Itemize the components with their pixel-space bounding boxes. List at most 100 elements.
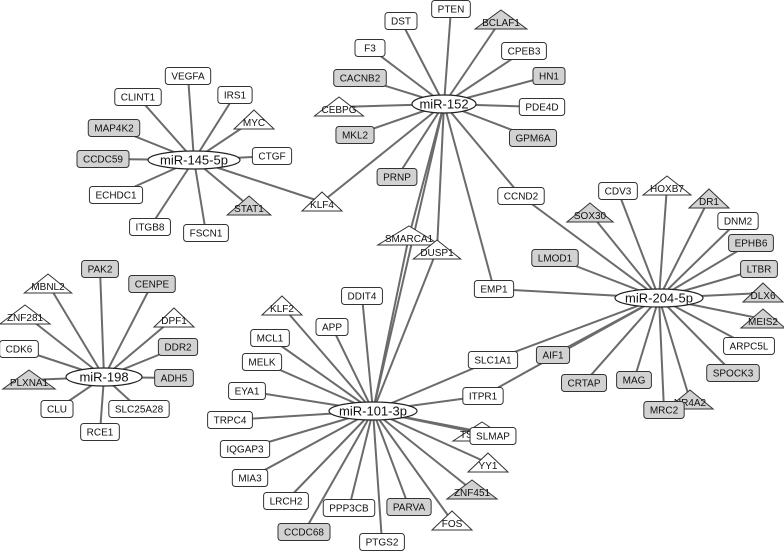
target-node-dst[interactable]: DST: [384, 12, 418, 30]
target-node-dusp1[interactable]: DUSP1: [411, 239, 463, 260]
target-node-stat1[interactable]: STAT1: [225, 195, 273, 216]
node-label: KLF2: [270, 304, 294, 315]
target-node-znf451[interactable]: ZNF451: [445, 479, 499, 500]
target-node-klf4[interactable]: KLF4: [300, 191, 344, 212]
target-node-prnp[interactable]: PRNP: [376, 168, 418, 186]
target-node-trpc4[interactable]: TRPC4: [207, 411, 253, 429]
node-triangle: [0, 304, 52, 325]
node-label: DUSP1: [420, 248, 454, 259]
target-node-mbnl2[interactable]: MBNL2: [22, 273, 74, 294]
target-node-dlx6[interactable]: DLX6: [741, 282, 784, 303]
node-label: ECHDC1: [95, 191, 137, 202]
target-node-bclaf1[interactable]: BCLAF1: [473, 9, 529, 30]
target-node-pak2[interactable]: PAK2: [81, 260, 119, 278]
target-node-ephb6[interactable]: EPHB6: [728, 234, 774, 252]
target-node-plxna1[interactable]: PLXNA1: [1, 369, 57, 390]
target-node-ppp3cb[interactable]: PPP3CB: [322, 499, 376, 517]
target-node-mag[interactable]: MAG: [616, 371, 652, 389]
target-node-melk[interactable]: MELK: [241, 353, 283, 371]
target-node-iqgap3[interactable]: IQGAP3: [219, 440, 271, 458]
target-node-rce1[interactable]: RCE1: [80, 423, 120, 441]
target-node-hoxb7[interactable]: HOXB7: [641, 175, 693, 196]
target-node-clint1[interactable]: CLINT1: [114, 88, 162, 106]
target-node-ddit4[interactable]: DDIT4: [341, 287, 383, 305]
target-node-spock3[interactable]: SPOCK3: [706, 364, 760, 382]
target-node-ctgf[interactable]: CTGF: [251, 147, 293, 165]
hub-node-mir-152[interactable]: miR-152: [411, 94, 477, 114]
hub-node-mir-198[interactable]: miR-198: [65, 367, 143, 387]
target-node-app[interactable]: APP: [315, 318, 349, 336]
target-node-aif1[interactable]: AIF1: [535, 346, 571, 364]
target-node-clu[interactable]: CLU: [40, 400, 74, 418]
edge-mir-152-dst: [400, 20, 445, 105]
target-node-pde4d[interactable]: PDE4D: [518, 98, 566, 116]
target-node-dpf1[interactable]: DPF1: [152, 307, 196, 328]
target-node-cebpg[interactable]: CEBPG: [313, 96, 365, 117]
target-node-smarca1[interactable]: SMARCA1: [376, 225, 442, 246]
node-label: EPHB6: [735, 239, 768, 250]
target-node-slc1a1[interactable]: SLC1A1: [467, 351, 519, 369]
target-node-eya1[interactable]: EYA1: [228, 382, 266, 400]
target-node-pten[interactable]: PTEN: [431, 0, 471, 18]
target-node-cpeb3[interactable]: CPEB3: [501, 42, 547, 60]
target-node-cacnb2[interactable]: CACNB2: [333, 69, 387, 87]
target-node-vegfa[interactable]: VEGFA: [164, 67, 212, 85]
target-node-ccnd2[interactable]: CCND2: [497, 187, 545, 205]
target-node-dnm2[interactable]: DNM2: [717, 212, 759, 230]
target-node-ddr2[interactable]: DDR2: [157, 338, 199, 356]
target-node-klf2[interactable]: KLF2: [260, 295, 304, 316]
node-box: [431, 0, 471, 18]
node-box: [518, 98, 566, 116]
target-node-map4k2[interactable]: MAP4K2: [87, 119, 141, 137]
node-label: NR4A2: [674, 398, 707, 409]
target-node-znf281[interactable]: ZNF281: [0, 304, 52, 325]
target-node-yy1[interactable]: YY1: [466, 452, 510, 473]
target-node-itgb8[interactable]: ITGB8: [129, 218, 171, 236]
hub-label: miR-204-5p: [625, 291, 693, 306]
edge-mir-204-5p-crtap: [583, 297, 660, 384]
target-node-cenpe[interactable]: CENPE: [128, 275, 176, 293]
target-node-hn1[interactable]: HN1: [532, 67, 566, 85]
node-box: [333, 69, 387, 87]
target-node-mia3[interactable]: MIA3: [231, 469, 269, 487]
target-node-echdc1[interactable]: ECHDC1: [88, 186, 144, 204]
hub-node-mir-145-5p[interactable]: miR-145-5p: [147, 150, 241, 170]
edge-mir-204-5p-slc1a1: [492, 297, 660, 361]
target-node-gpm6a[interactable]: GPM6A: [508, 129, 558, 147]
target-node-arpc5l[interactable]: ARPC5L: [723, 337, 775, 355]
node-triangle: [565, 202, 615, 223]
target-node-itpr1[interactable]: ITPR1: [462, 387, 504, 405]
target-node-sox30[interactable]: SOX30: [565, 202, 615, 223]
target-node-ccdc68[interactable]: CCDC68: [277, 523, 331, 541]
target-node-myc[interactable]: MYC: [232, 109, 276, 130]
target-node-adh5[interactable]: ADH5: [154, 369, 194, 387]
target-node-crtap[interactable]: CRTAP: [561, 374, 607, 392]
node-label: CDK6: [6, 345, 33, 356]
target-node-ptgs2[interactable]: PTGS2: [359, 533, 405, 551]
target-node-cdv3[interactable]: CDV3: [598, 182, 638, 200]
target-node-lrch2[interactable]: LRCH2: [263, 492, 309, 510]
node-label: MRC2: [650, 406, 679, 417]
hub-node-mir-101-3p[interactable]: miR-101-3p: [328, 401, 418, 421]
target-node-irs1[interactable]: IRS1: [217, 86, 253, 104]
node-label: FOS: [442, 519, 463, 530]
target-node-dr1[interactable]: DR1: [687, 188, 731, 209]
node-label: CCDC59: [83, 155, 123, 166]
target-node-mcl1[interactable]: MCL1: [250, 329, 290, 347]
target-node-mrc2[interactable]: MRC2: [643, 401, 685, 419]
target-node-ltbr[interactable]: LTBR: [740, 260, 778, 278]
target-node-meis2[interactable]: MEIS2: [739, 308, 784, 329]
target-node-fscn1[interactable]: FSCN1: [183, 224, 229, 242]
target-node-ccdc59[interactable]: CCDC59: [76, 150, 130, 168]
target-node-cdk6[interactable]: CDK6: [0, 340, 39, 358]
node-box: [217, 86, 253, 104]
target-node-mkl2[interactable]: MKL2: [335, 126, 375, 144]
target-node-emp1[interactable]: EMP1: [473, 280, 515, 298]
target-node-parva[interactable]: PARVA: [386, 498, 432, 516]
target-node-lmod1[interactable]: LMOD1: [531, 249, 579, 267]
target-node-slc25a28[interactable]: SLC25A28: [108, 400, 170, 418]
target-node-slmap[interactable]: SLMAP: [469, 427, 517, 445]
target-node-fos[interactable]: FOS: [430, 510, 474, 531]
target-node-f3[interactable]: F3: [354, 39, 386, 57]
hub-node-mir-204-5p[interactable]: miR-204-5p: [614, 288, 704, 308]
